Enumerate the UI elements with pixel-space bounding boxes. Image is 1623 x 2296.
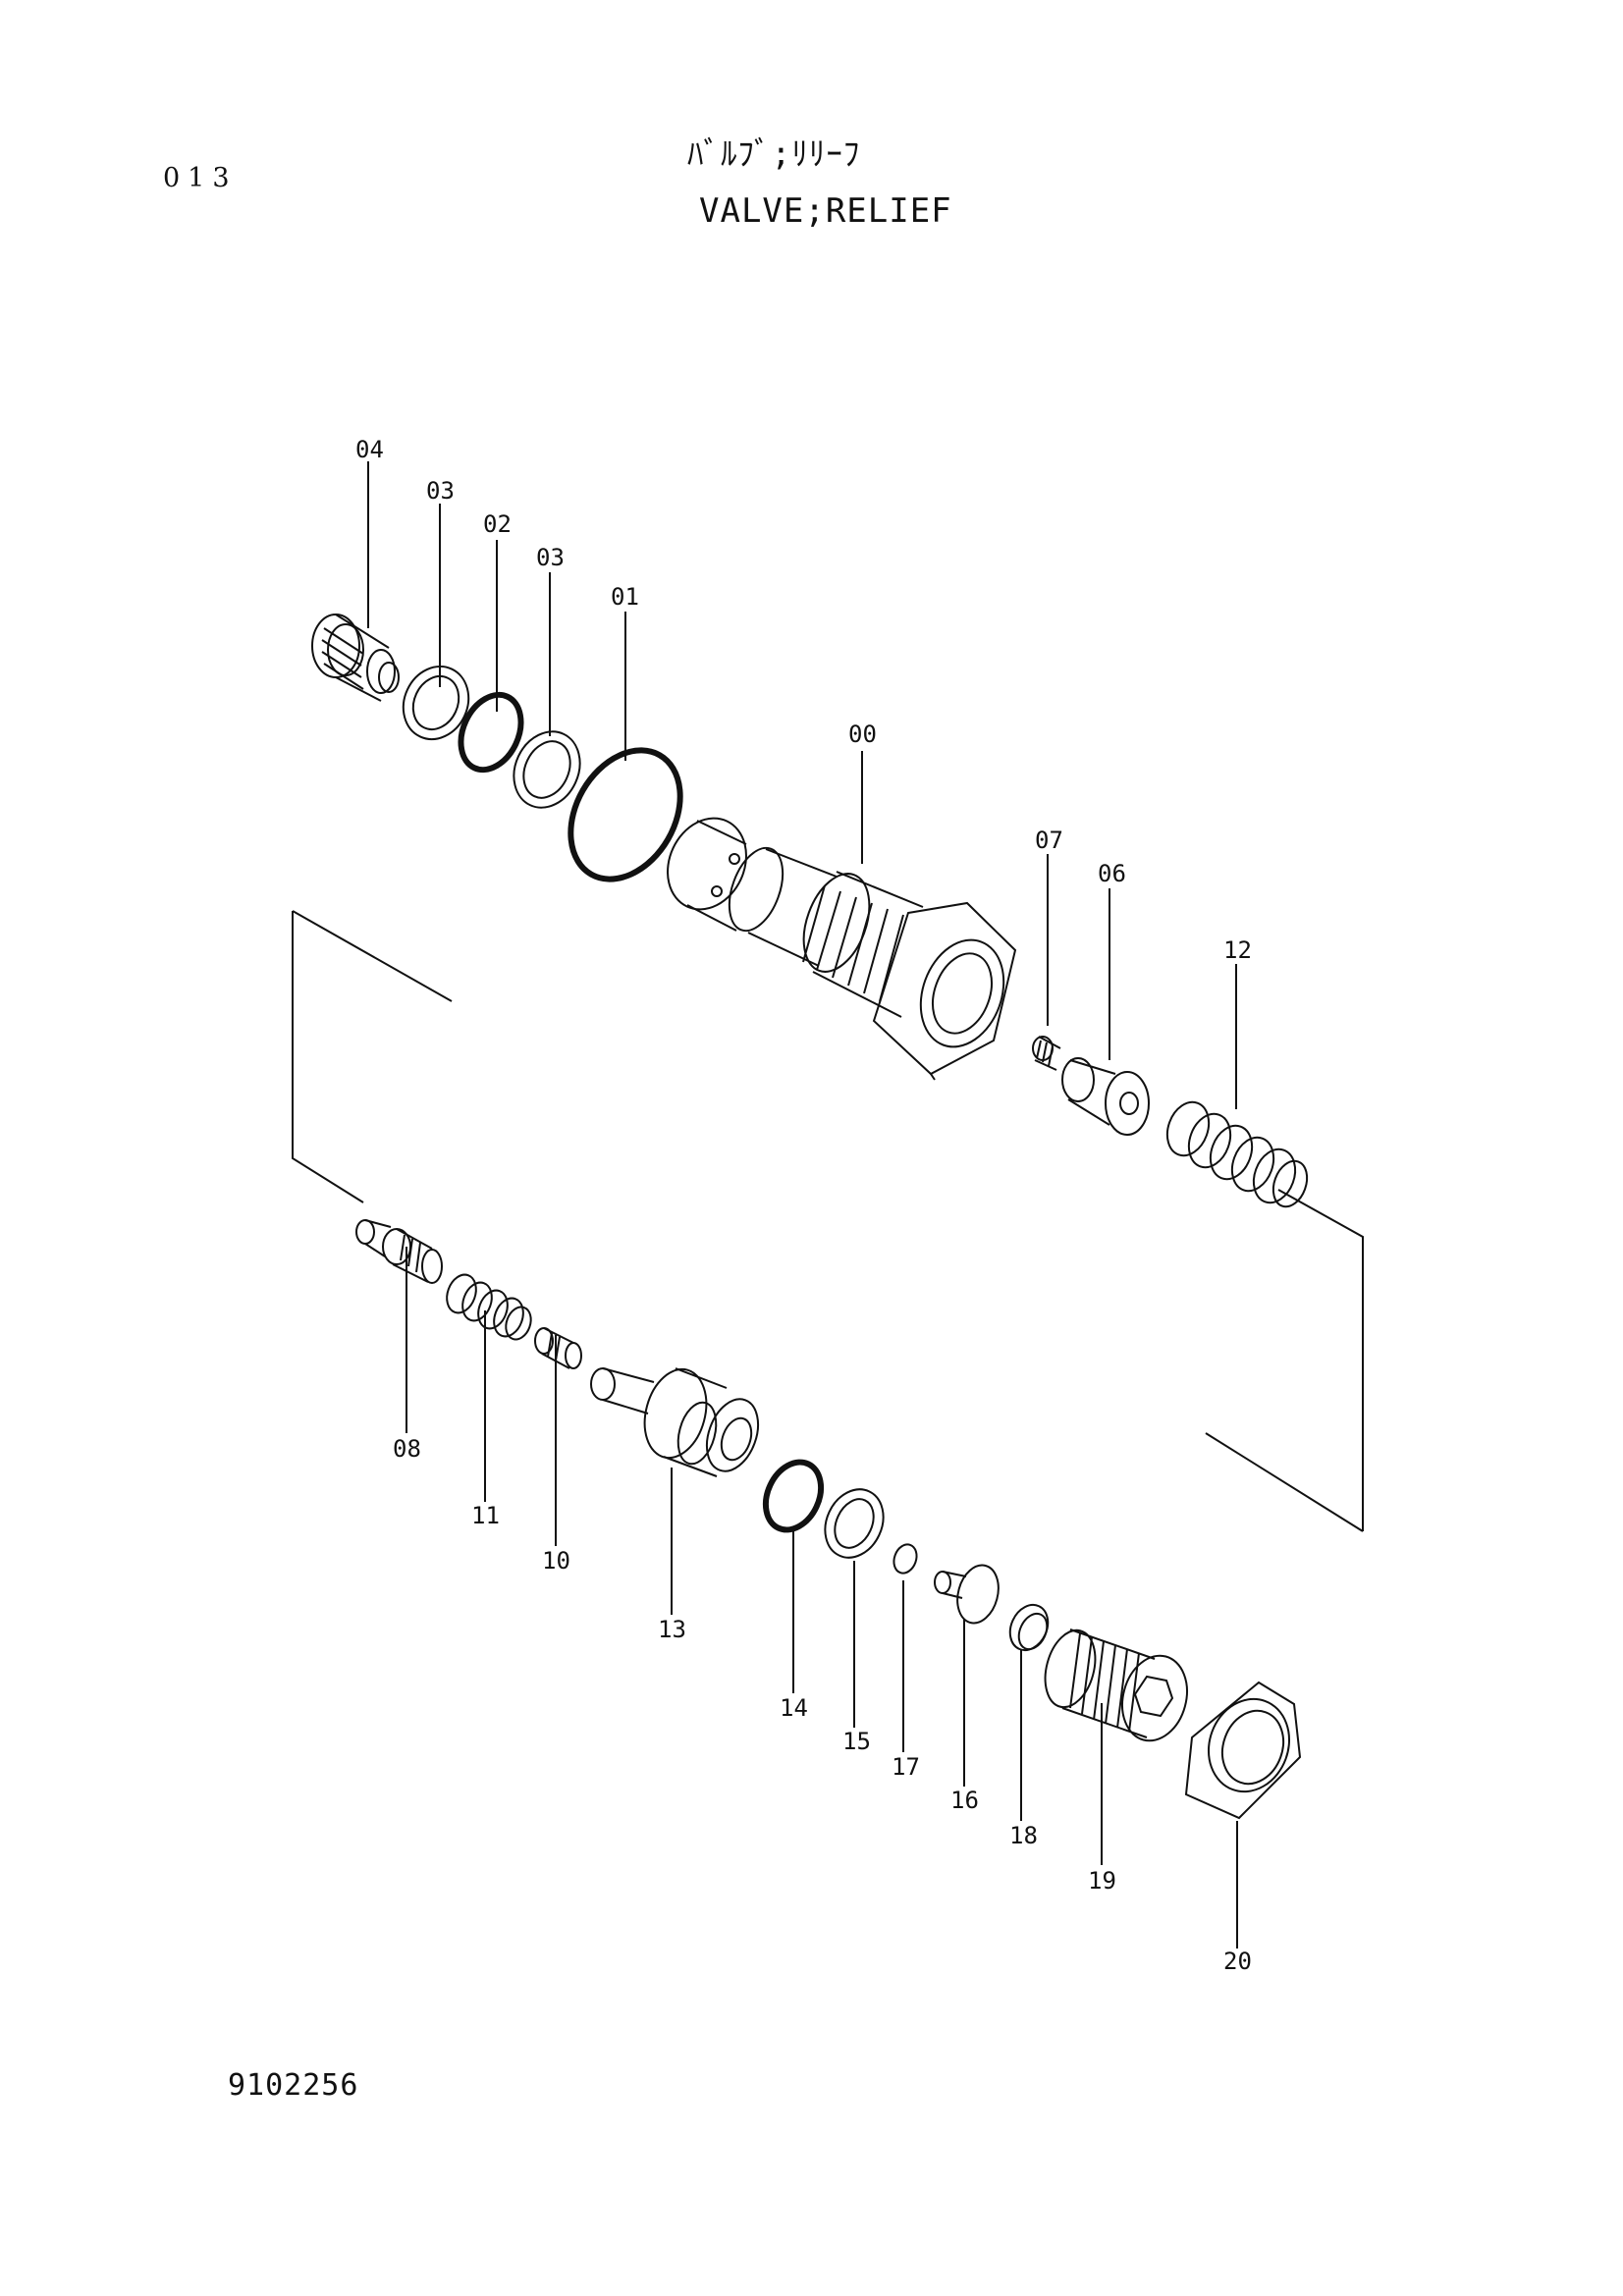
plunger-16 [934, 1564, 1000, 1625]
label-15: 15 [842, 1728, 871, 1755]
label-03-a: 03 [426, 477, 455, 505]
label-00: 00 [848, 721, 877, 748]
spring-12 [1165, 1100, 1309, 1208]
leader-lines [367, 461, 1238, 1949]
label-02: 02 [483, 510, 512, 538]
o-ring-02 [458, 691, 524, 774]
spring-11 [446, 1273, 532, 1341]
label-19: 19 [1088, 1867, 1116, 1895]
main-poppet-13 [590, 1367, 760, 1477]
label-16: 16 [950, 1787, 979, 1814]
label-01: 01 [611, 583, 639, 611]
part-labels: 04 03 02 03 01 00 07 06 12 08 11 10 13 1… [355, 436, 1252, 1975]
seat-06 [1061, 1057, 1150, 1136]
label-11: 11 [471, 1502, 500, 1529]
page-number: 013 [163, 163, 238, 193]
o-ring-14 [762, 1459, 825, 1533]
backup-ring-15 [824, 1488, 885, 1559]
piston-10 [534, 1327, 582, 1369]
label-10: 10 [542, 1547, 570, 1575]
label-12: 12 [1223, 936, 1252, 964]
label-18: 18 [1009, 1822, 1038, 1849]
label-04: 04 [355, 436, 384, 463]
label-07: 07 [1035, 827, 1063, 854]
plug-04 [311, 614, 400, 702]
label-03-b: 03 [536, 544, 565, 571]
title-english: VALVE;RELIEF [699, 191, 952, 231]
label-08: 08 [393, 1435, 421, 1463]
label-14: 14 [780, 1694, 808, 1722]
drawing-number: 9102256 [228, 2068, 359, 2103]
ring-18 [1008, 1603, 1050, 1652]
o-ring-01 [568, 747, 683, 882]
backup-ring-03-b [513, 730, 581, 809]
o-ring-17 [893, 1543, 918, 1575]
adjusting-screw-19 [1044, 1629, 1188, 1742]
label-06: 06 [1098, 860, 1126, 887]
poppet-08 [355, 1219, 443, 1284]
backup-ring-03-a [402, 666, 470, 740]
label-17: 17 [892, 1753, 920, 1781]
set-screw-07 [1032, 1036, 1061, 1071]
title-japanese: ﾊﾞﾙﾌﾞ;ﾘﾘｰﾌ [687, 134, 861, 173]
connection-frame [292, 910, 1364, 1532]
valve-body-00 [667, 817, 1017, 1081]
label-20: 20 [1223, 1948, 1252, 1975]
label-13: 13 [658, 1616, 686, 1643]
lock-nut-20 [1184, 1681, 1302, 1820]
